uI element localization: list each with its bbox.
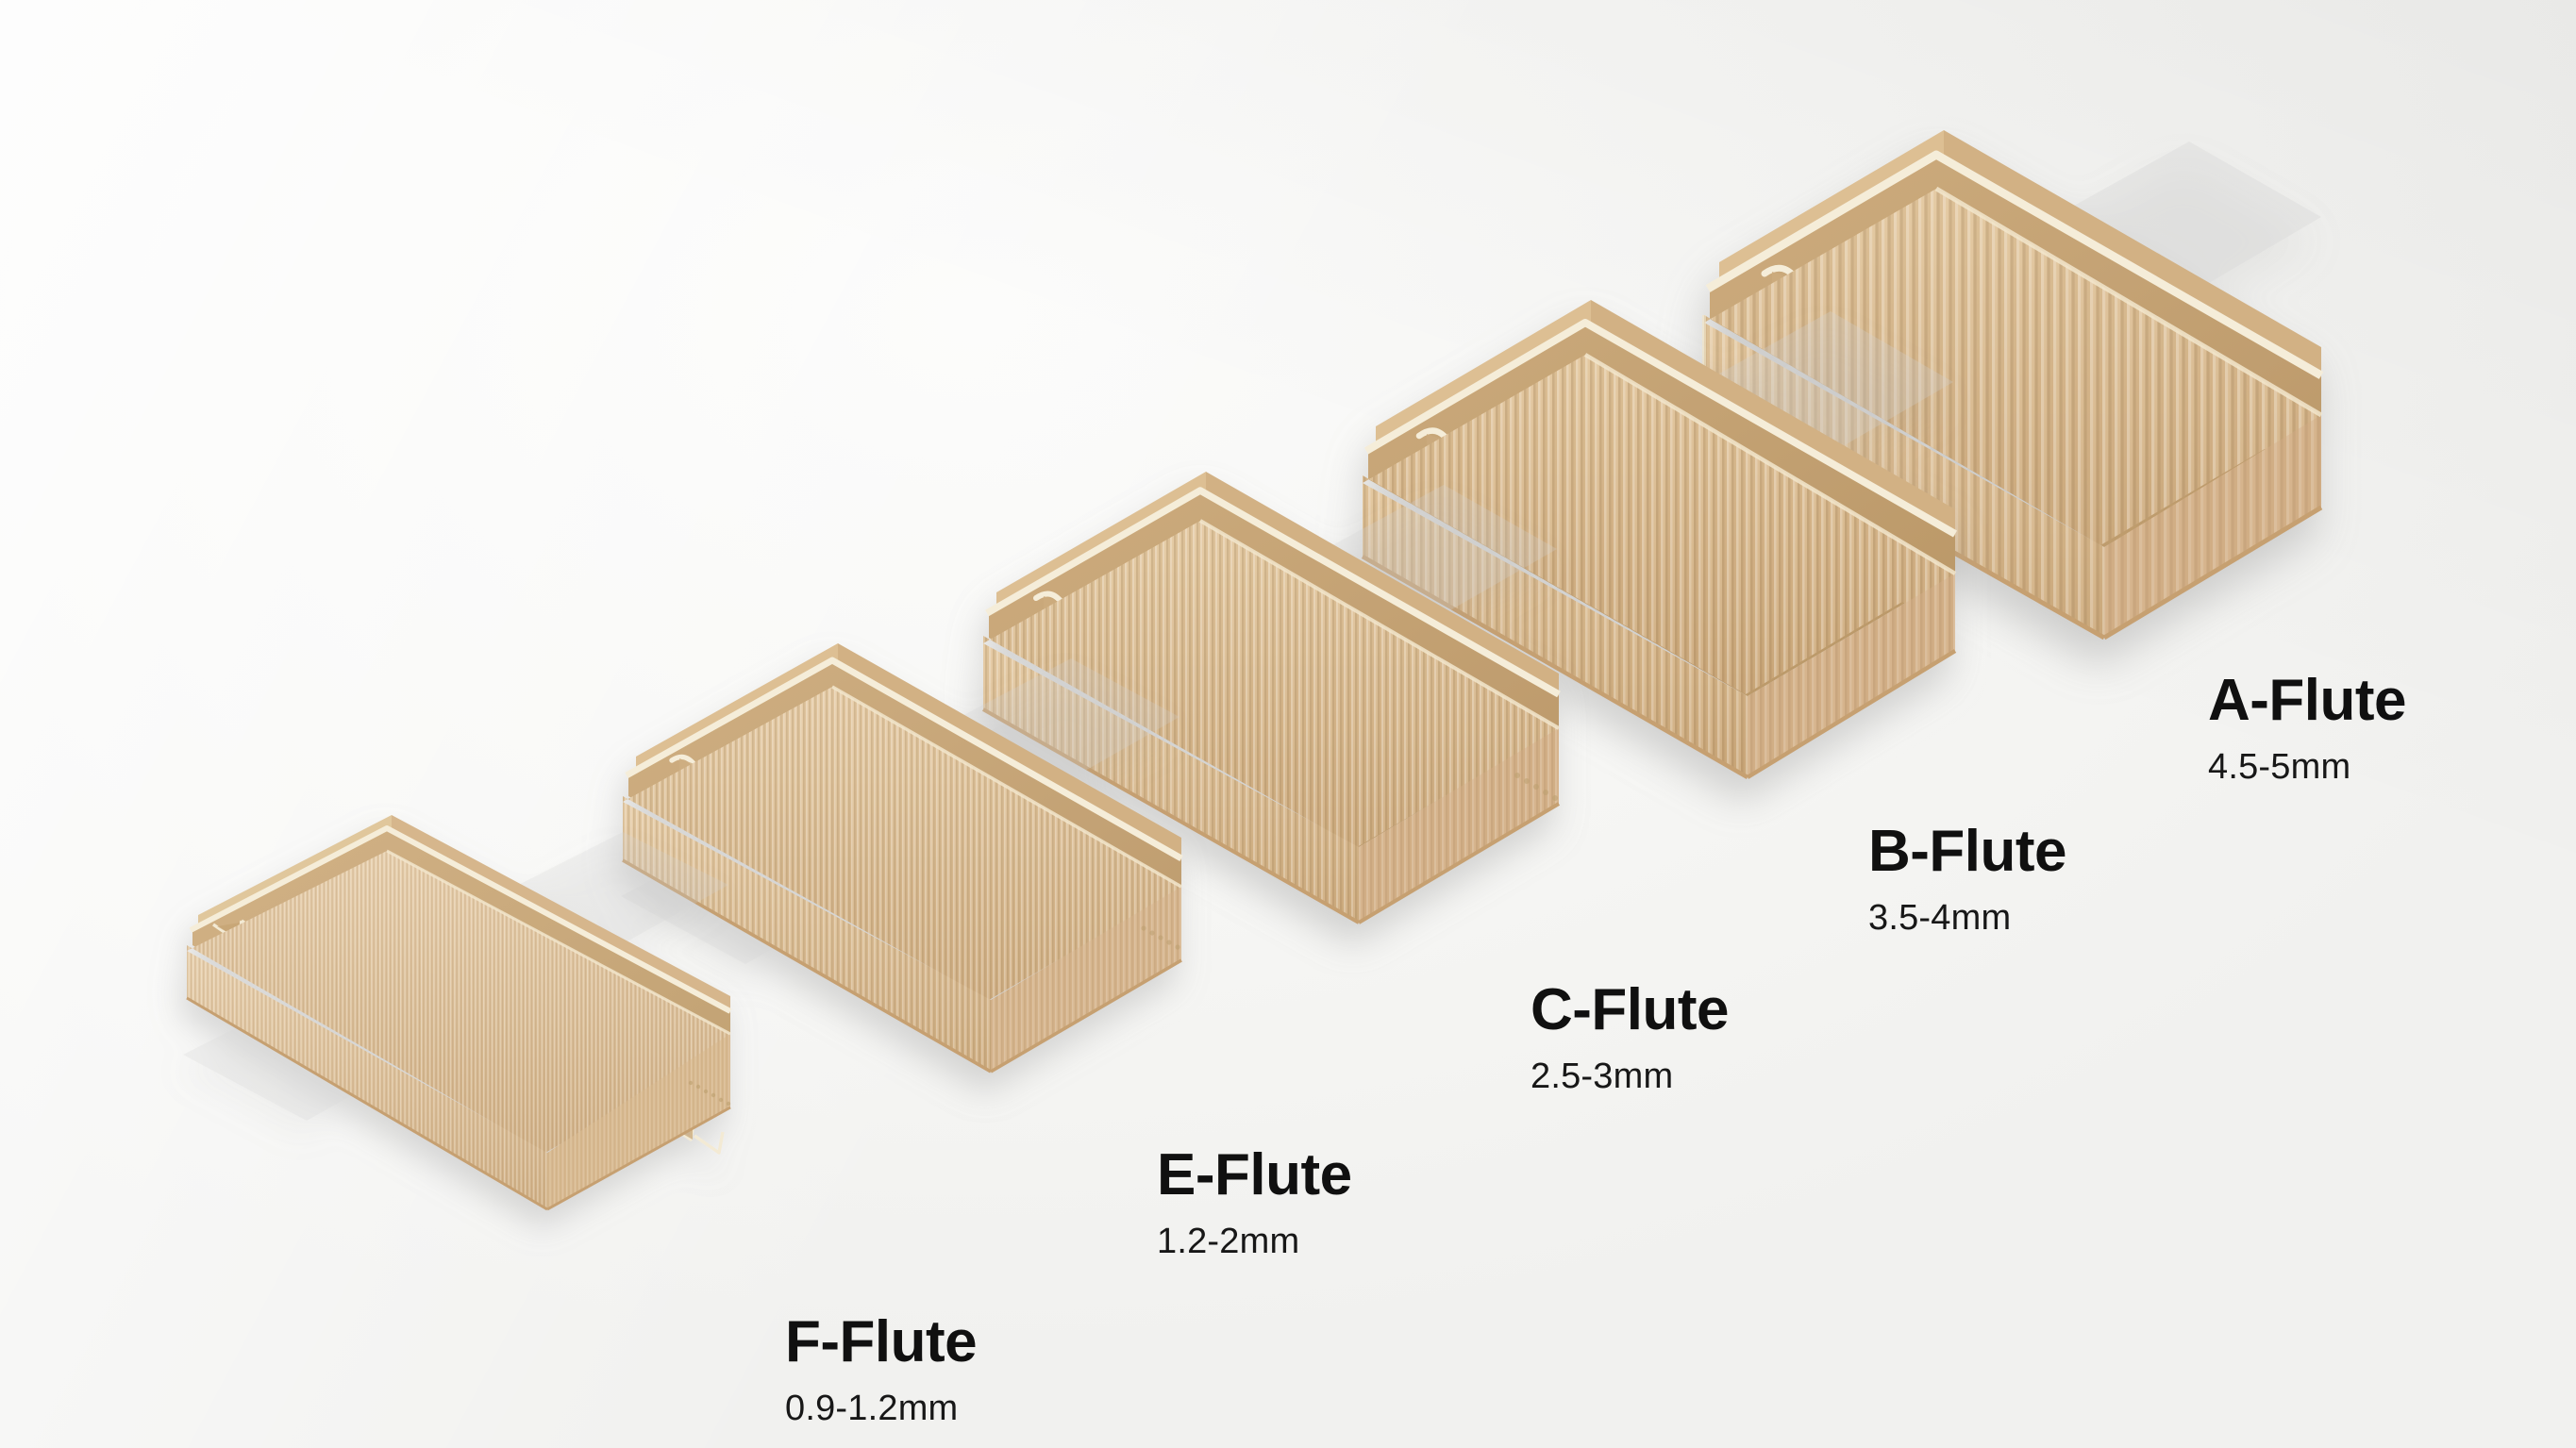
- f-flute-tip-dots: [688, 1080, 731, 1107]
- label-e-flute-thickness: 1.2-2mm: [1157, 1222, 1300, 1261]
- label-f-flute-title: F-Flute: [785, 1309, 978, 1374]
- label-a-flute: A-Flute 4.5-5mm: [2208, 668, 2407, 787]
- e-flute-tip-dots: [1141, 925, 1180, 950]
- label-b-flute-thickness: 3.5-4mm: [1868, 898, 2012, 938]
- board-sample-e-flute[interactable]: [585, 613, 1312, 1104]
- label-c-flute-thickness: 2.5-3mm: [1531, 1057, 1674, 1096]
- f-flute-body: [183, 815, 732, 1211]
- label-e-flute: E-Flute 1.2-2mm: [1157, 1142, 1352, 1261]
- label-c-flute-title: C-Flute: [1531, 977, 1730, 1042]
- label-e-flute-title: E-Flute: [1157, 1142, 1352, 1207]
- label-a-flute-title: A-Flute: [2208, 668, 2407, 733]
- f-flute-svg: [183, 815, 732, 1211]
- e-flute-svg: [621, 643, 1183, 1074]
- label-a-flute-thickness: 4.5-5mm: [2208, 747, 2351, 787]
- e-flute-body: [621, 643, 1183, 1074]
- label-b-flute: B-Flute 3.5-4mm: [1868, 819, 2067, 938]
- board-sample-f-flute[interactable]: [151, 783, 868, 1273]
- c-flute-tip-dots: [1514, 773, 1558, 801]
- label-f-flute-thickness: 0.9-1.2mm: [785, 1389, 959, 1428]
- label-f-flute: F-Flute 0.9-1.2mm: [785, 1309, 978, 1428]
- label-c-flute: C-Flute 2.5-3mm: [1531, 977, 1730, 1096]
- label-b-flute-title: B-Flute: [1868, 819, 2067, 884]
